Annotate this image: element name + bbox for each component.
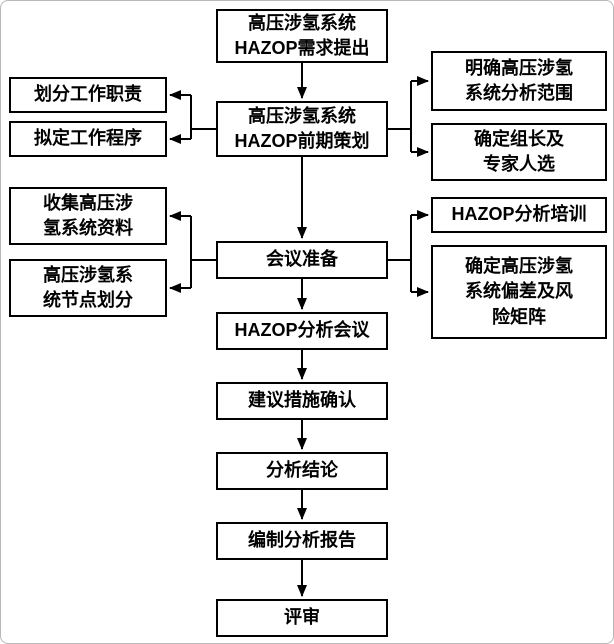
node-hazop-demand: 高压涉氢系统 HAZOP需求提出	[216, 9, 388, 63]
node-meeting-preparation: 会议准备	[216, 241, 388, 279]
node-review: 评审	[216, 599, 388, 637]
node-hazop-analysis-meeting: HAZOP分析会议	[216, 312, 388, 350]
node-deviation-risk-matrix: 确定高压涉氢 系统偏差及风 险矩阵	[431, 245, 607, 339]
node-work-procedures: 拟定工作程序	[9, 121, 167, 157]
stem-planning-left	[190, 95, 216, 139]
node-analysis-conclusion: 分析结论	[216, 452, 388, 490]
node-hazop-planning: 高压涉氢系统 HAZOP前期策划	[216, 101, 388, 157]
stem-meeting-prep-right	[388, 215, 412, 292]
node-analysis-report: 编制分析报告	[216, 522, 388, 560]
node-measures-confirmation: 建议措施确认	[216, 382, 388, 420]
node-system-node-division: 高压涉氢系 统节点划分	[9, 259, 167, 317]
node-work-duties: 划分工作职责	[9, 77, 167, 113]
stem-meeting-prep-left	[190, 216, 216, 288]
node-analysis-scope: 明确高压涉氢 系统分析范围	[431, 51, 607, 111]
node-leader-experts: 确定组长及 专家人选	[431, 123, 607, 181]
node-hazop-training: HAZOP分析培训	[431, 197, 607, 233]
stem-planning-right	[388, 81, 412, 152]
node-collect-system-data: 收集高压涉 氢系统资料	[9, 187, 167, 245]
